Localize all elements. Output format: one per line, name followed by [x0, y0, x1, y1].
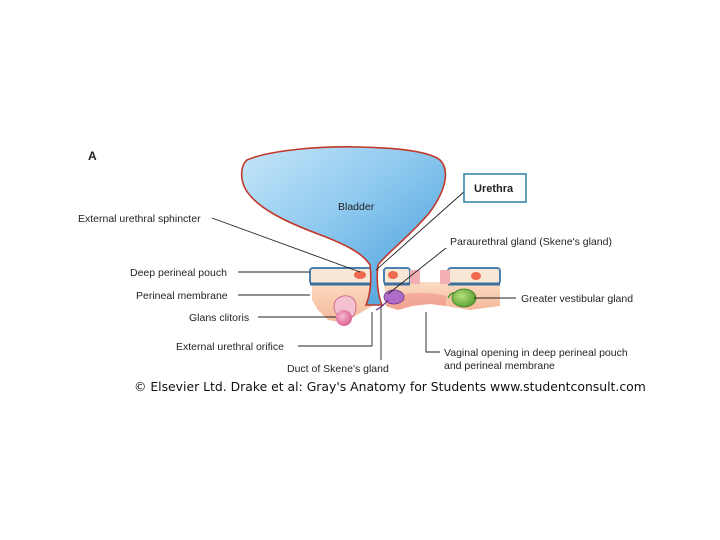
external-urethral-sphincter-label: External urethral sphincter: [78, 213, 201, 225]
bladder: [240, 146, 447, 306]
skenes-duct: [375, 299, 389, 311]
bladder-label: Bladder: [338, 201, 375, 213]
glans-clitoris-label: Glans clitoris: [189, 312, 249, 324]
deep-perineal-pouch-label: Deep perineal pouch: [130, 267, 227, 279]
copyright-credit: © Elsevier Ltd. Drake et al: Gray's Anat…: [134, 379, 646, 394]
vaginal-opening-label-line1: Vaginal opening in deep perineal pouch: [444, 347, 628, 359]
urethra-label: Urethra: [474, 183, 514, 195]
urethra-label-box: [463, 173, 527, 203]
panel-label: A: [88, 149, 97, 163]
duct-of-skenes-gland-label: Duct of Skene's gland: [287, 363, 389, 375]
paraurethral-gland-label: Paraurethral gland (Skene's gland): [450, 236, 612, 248]
leader-lines: [211, 189, 516, 360]
greater-vestibular-gland-label: Greater vestibular gland: [521, 293, 633, 305]
deep-perineal-pouch: [309, 267, 501, 286]
vaginal-opening-label-line2: and perineal membrane: [444, 360, 555, 372]
glans-clitoris: [333, 295, 357, 326]
perineal-membrane-label: Perineal membrane: [136, 290, 228, 302]
external-urethral-orifice-label: External urethral orifice: [176, 341, 284, 353]
